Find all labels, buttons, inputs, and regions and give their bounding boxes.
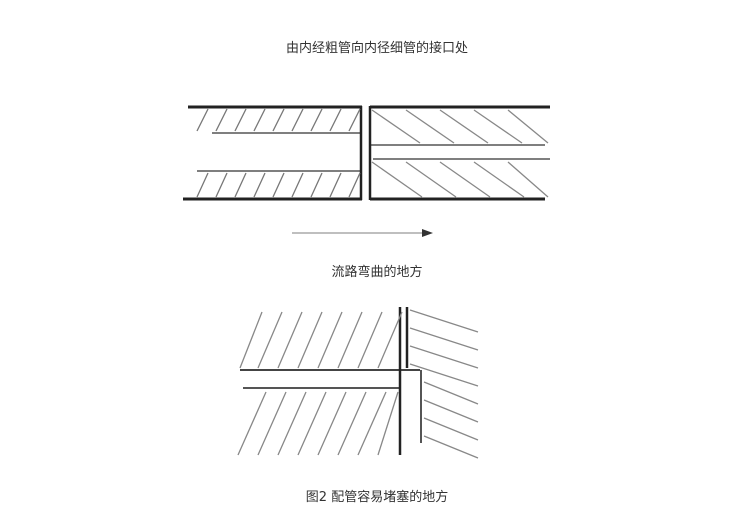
hatch-line <box>234 108 247 132</box>
hatch-line <box>507 109 549 144</box>
hatch-line <box>377 311 403 369</box>
flow-direction-arrow <box>292 229 433 237</box>
hatch-line <box>439 161 491 198</box>
hatch-line <box>371 161 423 198</box>
pipe-junction-diagram <box>183 105 550 237</box>
hatch-line <box>317 311 343 369</box>
figure-caption: 图2 配管容易堵塞的地方 <box>305 490 449 505</box>
diagram-title-pipe-junction: 由内经粗管向内径细管的接口处 <box>285 41 468 56</box>
wide-pipe-left <box>183 105 363 201</box>
narrow-pipe-right <box>368 105 550 201</box>
hatch-line <box>253 108 266 132</box>
hatch-line <box>507 161 549 198</box>
hatch-line <box>277 311 303 369</box>
hatch-line <box>329 108 342 132</box>
hatch-line <box>253 172 266 198</box>
hatch-line <box>317 391 347 456</box>
hatch-line <box>297 391 327 456</box>
hatch-line <box>277 391 307 456</box>
hatch-line <box>215 108 228 132</box>
hatch-line <box>196 108 209 132</box>
hatch-line <box>357 311 383 369</box>
hatch-line <box>237 391 267 456</box>
hatch-line <box>337 391 367 456</box>
hatch-line <box>310 172 323 198</box>
hatch-line <box>215 172 228 198</box>
hatch-line <box>329 172 342 198</box>
hatch-line <box>377 391 399 456</box>
hatch-line <box>423 381 479 405</box>
hatch-line <box>439 109 489 144</box>
hatch-line <box>310 108 323 132</box>
hatch-line <box>405 109 455 144</box>
hatch-line <box>409 363 479 387</box>
hatch-line <box>371 109 421 144</box>
hatch-line <box>337 311 363 369</box>
hatch-line <box>234 172 247 198</box>
hatch-line <box>409 327 479 351</box>
hatch-line <box>473 161 525 198</box>
hatch-line <box>196 172 209 198</box>
hatch-line <box>291 108 304 132</box>
hatch-line <box>291 172 304 198</box>
pipe-bend-diagram <box>237 307 479 459</box>
hatch-line <box>297 311 323 369</box>
hatch-line <box>272 108 285 132</box>
hatch-line <box>357 391 387 456</box>
label-pipe-bend: 流路弯曲的地方 <box>331 265 423 280</box>
hatch-line <box>257 311 283 369</box>
hatch-line <box>405 161 457 198</box>
hatch-line <box>257 391 287 456</box>
hatch-line <box>272 172 285 198</box>
hatch-line <box>473 109 523 144</box>
hatch-line <box>409 309 479 333</box>
hatch-line <box>423 417 479 441</box>
hatch-line <box>239 311 263 369</box>
hatch-line <box>423 399 479 423</box>
hatch-line <box>423 435 479 459</box>
hatch-line <box>348 108 361 132</box>
hatch-line <box>409 345 479 369</box>
hatch-line <box>348 172 361 198</box>
